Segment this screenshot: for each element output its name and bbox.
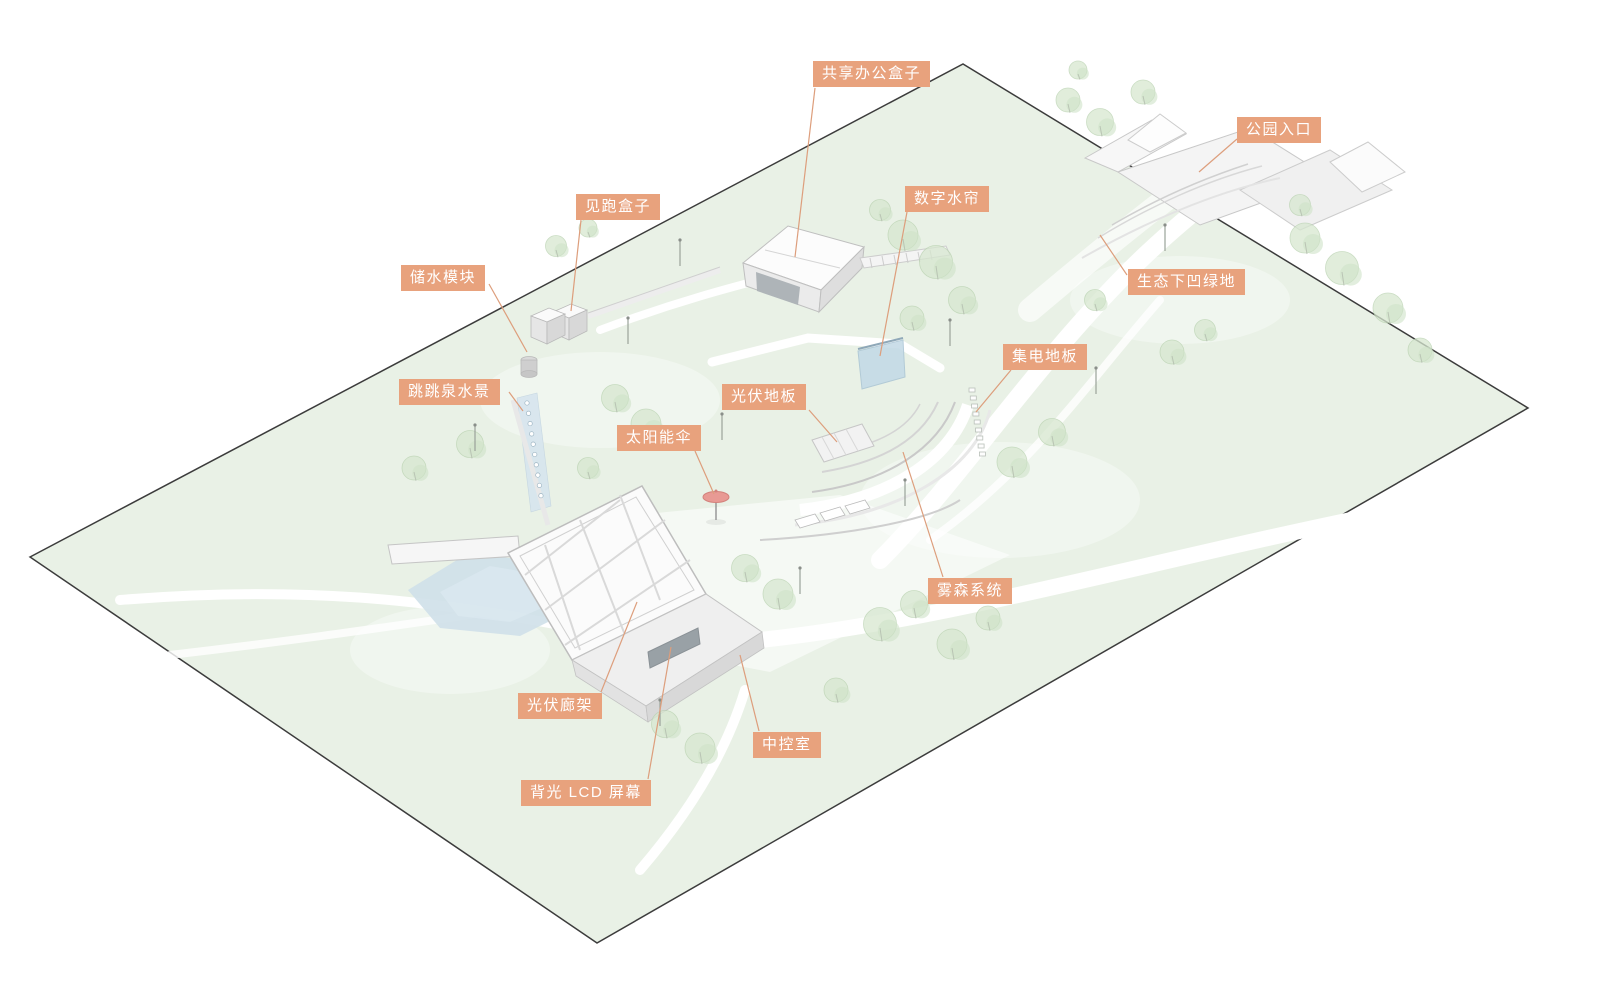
leader-line-pv-pergola — [600, 601, 638, 693]
leader-line-fog-system — [902, 451, 944, 578]
eco-swale — [1018, 188, 1177, 322]
fountain-jets — [524, 400, 544, 499]
pv-floor-deck — [811, 423, 875, 463]
water-curtain-frame — [857, 337, 904, 350]
leader-line-pv-floor — [808, 409, 838, 443]
fountain-wall — [510, 399, 551, 526]
leader-lines — [488, 87, 1238, 780]
lamp-posts — [473, 223, 1167, 726]
leader-line-eco-sunken-green — [1099, 234, 1128, 276]
leader-line-jumping-spring-water — [508, 391, 524, 412]
canopy-lattice — [524, 494, 691, 651]
leader-line-park-entrance — [1198, 138, 1238, 173]
picnic-tables — [794, 499, 871, 529]
water-curtain — [857, 339, 906, 390]
leader-line-water-storage-module — [488, 283, 528, 353]
leader-line-solar-umbrella — [694, 450, 715, 495]
leader-line-power-collecting-floor — [975, 369, 1012, 413]
trees — [401, 60, 1435, 765]
storage-modules — [520, 266, 721, 378]
office-pavilion — [741, 225, 865, 314]
leader-line-shared-office-box — [794, 87, 816, 258]
pv-pergola-structure — [387, 485, 765, 723]
lcd-screen — [647, 627, 701, 669]
leader-line-control-room — [739, 654, 760, 732]
leader-line-jogging-box — [570, 219, 582, 312]
leader-line-backlit-lcd-screen — [647, 646, 672, 780]
collector-floor-tiles — [968, 387, 986, 457]
solar-umbrella-object — [702, 489, 730, 525]
entrance-landform — [1081, 113, 1406, 259]
paths — [115, 186, 1408, 875]
leader-line-digital-water-curtain — [879, 211, 908, 357]
